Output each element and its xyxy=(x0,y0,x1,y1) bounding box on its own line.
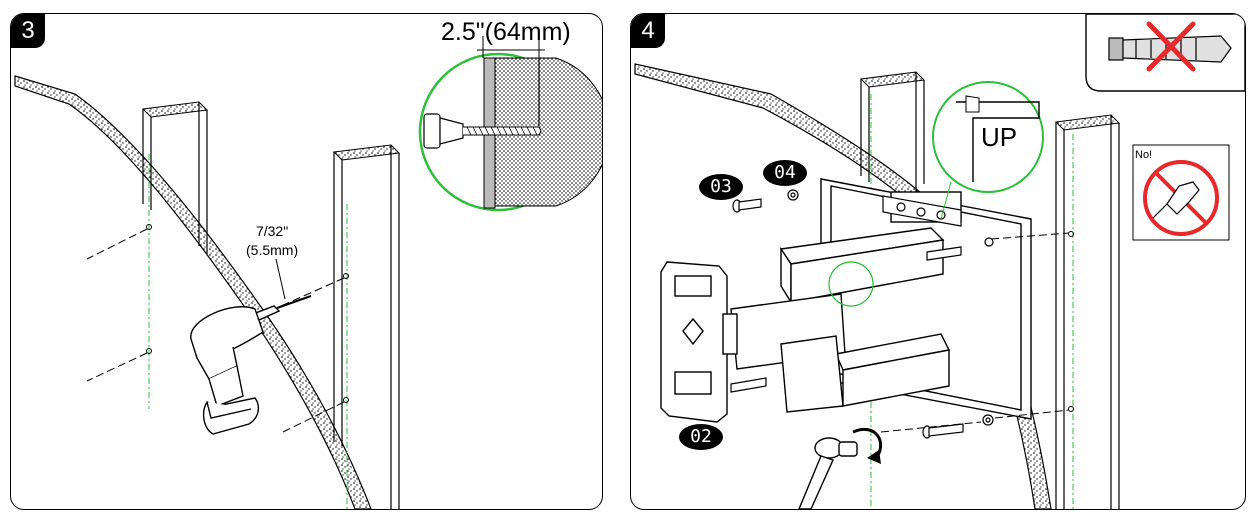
drywall-edge xyxy=(14,75,372,509)
wall-stud-left xyxy=(141,101,209,409)
drill-depth-label: 2.5"(64mm) xyxy=(441,18,571,46)
arm-detail-marker xyxy=(828,261,874,307)
rotate-clockwise-arrow xyxy=(852,427,882,464)
step-4-illustration xyxy=(634,14,1245,509)
part-number-badge: 02 xyxy=(679,424,723,450)
loose-lag-bolt-03 xyxy=(732,198,762,213)
socket-wrench xyxy=(798,437,858,509)
no-warning-label: No! xyxy=(1135,149,1153,161)
step-3-panel: 3 2.5"(64mm) 7/32" (5.5mm) xyxy=(10,13,603,510)
drill-bit-size-mm: (5.5mm) xyxy=(246,242,299,258)
pilot-hole-markers xyxy=(880,231,1074,433)
wall-stud-left xyxy=(859,71,926,509)
step-3-illustration xyxy=(14,36,602,509)
articulating-arms xyxy=(730,227,951,413)
wall-stud-right xyxy=(332,144,401,509)
no-drywall-anchor-warning xyxy=(1085,14,1245,92)
drill-bit-size-inch: 7/32" xyxy=(255,223,289,239)
power-drill-illustration xyxy=(190,295,312,435)
no-power-tool-warning xyxy=(1132,144,1230,241)
up-orientation-label: UP xyxy=(981,122,1018,152)
drill-depth-detail-callout xyxy=(418,36,602,212)
wall-stud-right xyxy=(1054,114,1121,509)
up-orientation-callout xyxy=(932,81,1044,220)
installed-lag-bolts xyxy=(730,246,962,393)
part-number-badge: 04 xyxy=(763,160,807,186)
lag-bolt-lower xyxy=(922,423,964,439)
step-number: 3 xyxy=(11,14,45,48)
washers xyxy=(982,237,994,426)
part-number-badge: 03 xyxy=(699,174,743,200)
drill-hole-markers xyxy=(86,224,349,433)
tv-mounting-bracket xyxy=(660,261,738,423)
step-4-panel: 4 UP No! 03 04 02 xyxy=(630,13,1246,510)
loose-washer-04 xyxy=(787,189,799,201)
step-number: 4 xyxy=(631,14,665,48)
drill-bit-size-label: 7/32" (5.5mm) xyxy=(246,222,298,260)
